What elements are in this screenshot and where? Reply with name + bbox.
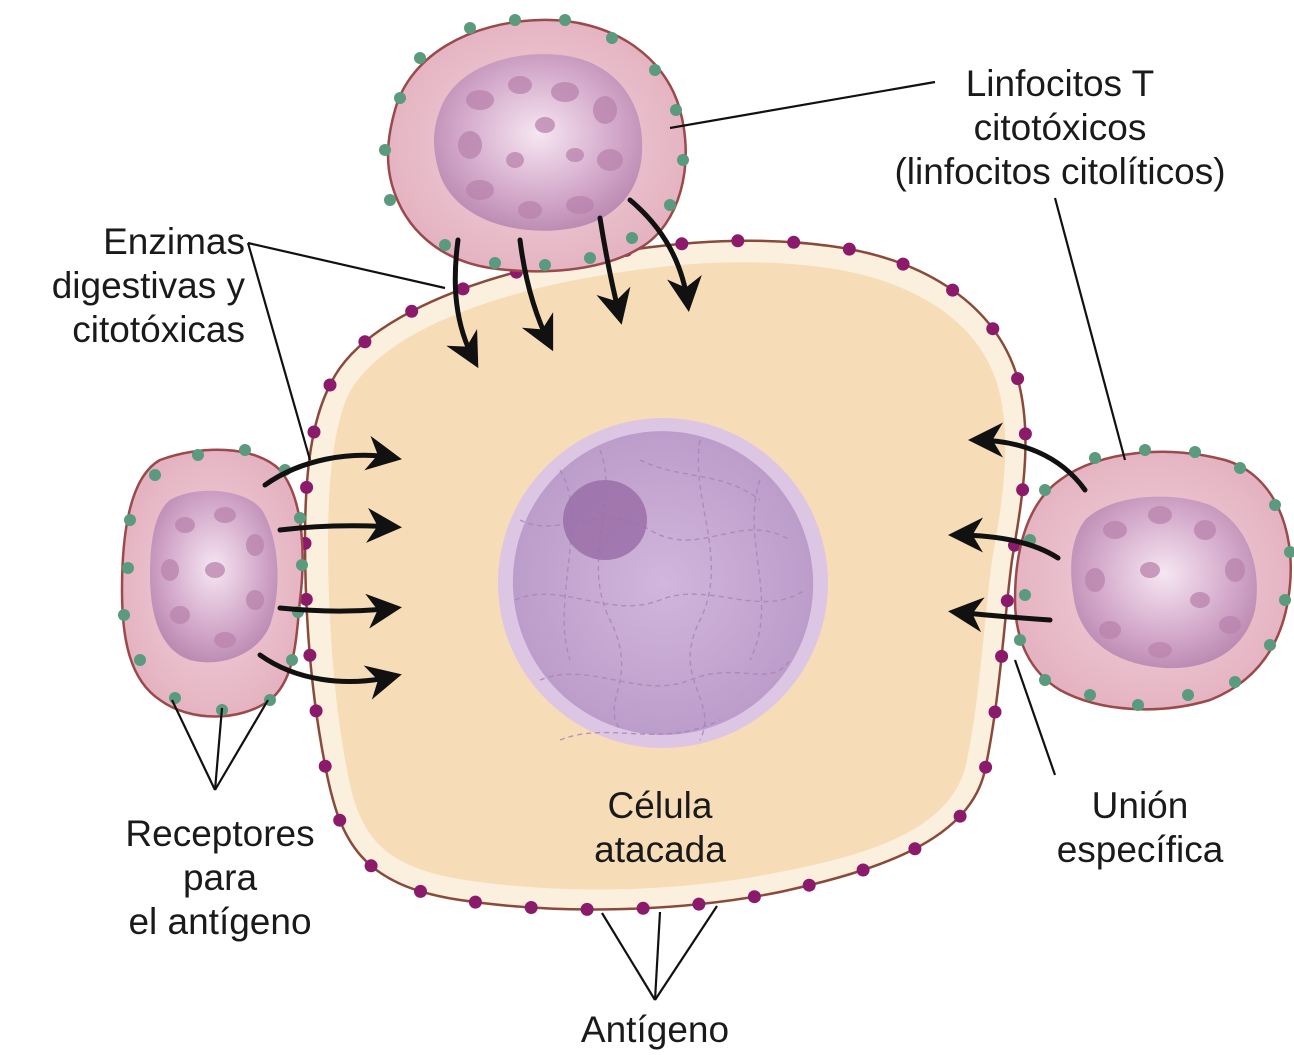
leader-receptors-b [215,708,222,790]
antigen-dot [857,864,870,877]
label-receptors: Receptores para el antígeno [95,812,345,944]
t-lymphocyte-right [1014,444,1294,711]
leader-antigen-b [655,912,660,1000]
antigen-dot [310,704,323,717]
antigen-dot [308,426,321,439]
antigen-dot [986,322,999,335]
antigen-dot [979,761,992,774]
leader-enzymes-b [248,243,310,460]
antigen-dot [946,284,959,297]
antigen-dot [954,810,967,823]
antigen-dot [581,903,594,916]
antigen-dot [989,706,1002,719]
antigen-dot [525,901,538,914]
antigen-dot [300,481,313,494]
antigen-dot [365,859,378,872]
antigen-dot [995,650,1008,663]
antigen-dot [414,885,427,898]
antigen-dot [843,243,856,256]
antigen-dot [358,335,371,348]
antigen-dot [1011,372,1024,385]
antigen-dot [675,237,688,250]
antigen-dot [457,282,470,295]
antigen-dot [405,305,418,318]
leader-t-lymphocytes-right [1055,198,1125,460]
label-target-cell: Célula atacada [560,784,760,872]
label-enzymes: Enzimas digestivas y citotóxicas [0,220,245,352]
antigen-dot [303,649,316,662]
antigen-dot [731,234,744,247]
antigen-dot [787,236,800,249]
antigen-dot [897,258,910,271]
antigen-dot [319,760,332,773]
antigen-dot [469,896,482,909]
nucleolus [563,480,647,560]
antigen-dot [324,379,337,392]
leader-antigen-a [602,913,655,1000]
leader-enzymes-a [248,243,445,288]
label-antigen: Antígeno [540,1008,770,1052]
antigen-dot [1019,427,1032,440]
label-t-lymphocytes: Linfocitos T citotóxicos (linfocitos cit… [850,62,1270,194]
leader-antigen-c [655,906,717,1000]
label-specific-binding: Unión específica [1030,784,1250,872]
antigen-dot [748,890,761,903]
t-lymphocyte-left [118,444,308,717]
antigen-dot [692,898,705,911]
antigen-dot [908,842,921,855]
antigen-dot [637,902,650,915]
t-lymphocyte-top [379,14,689,271]
antigen-dot [1016,483,1029,496]
antigen-dot [1001,594,1014,607]
antigen-dot [803,879,816,892]
